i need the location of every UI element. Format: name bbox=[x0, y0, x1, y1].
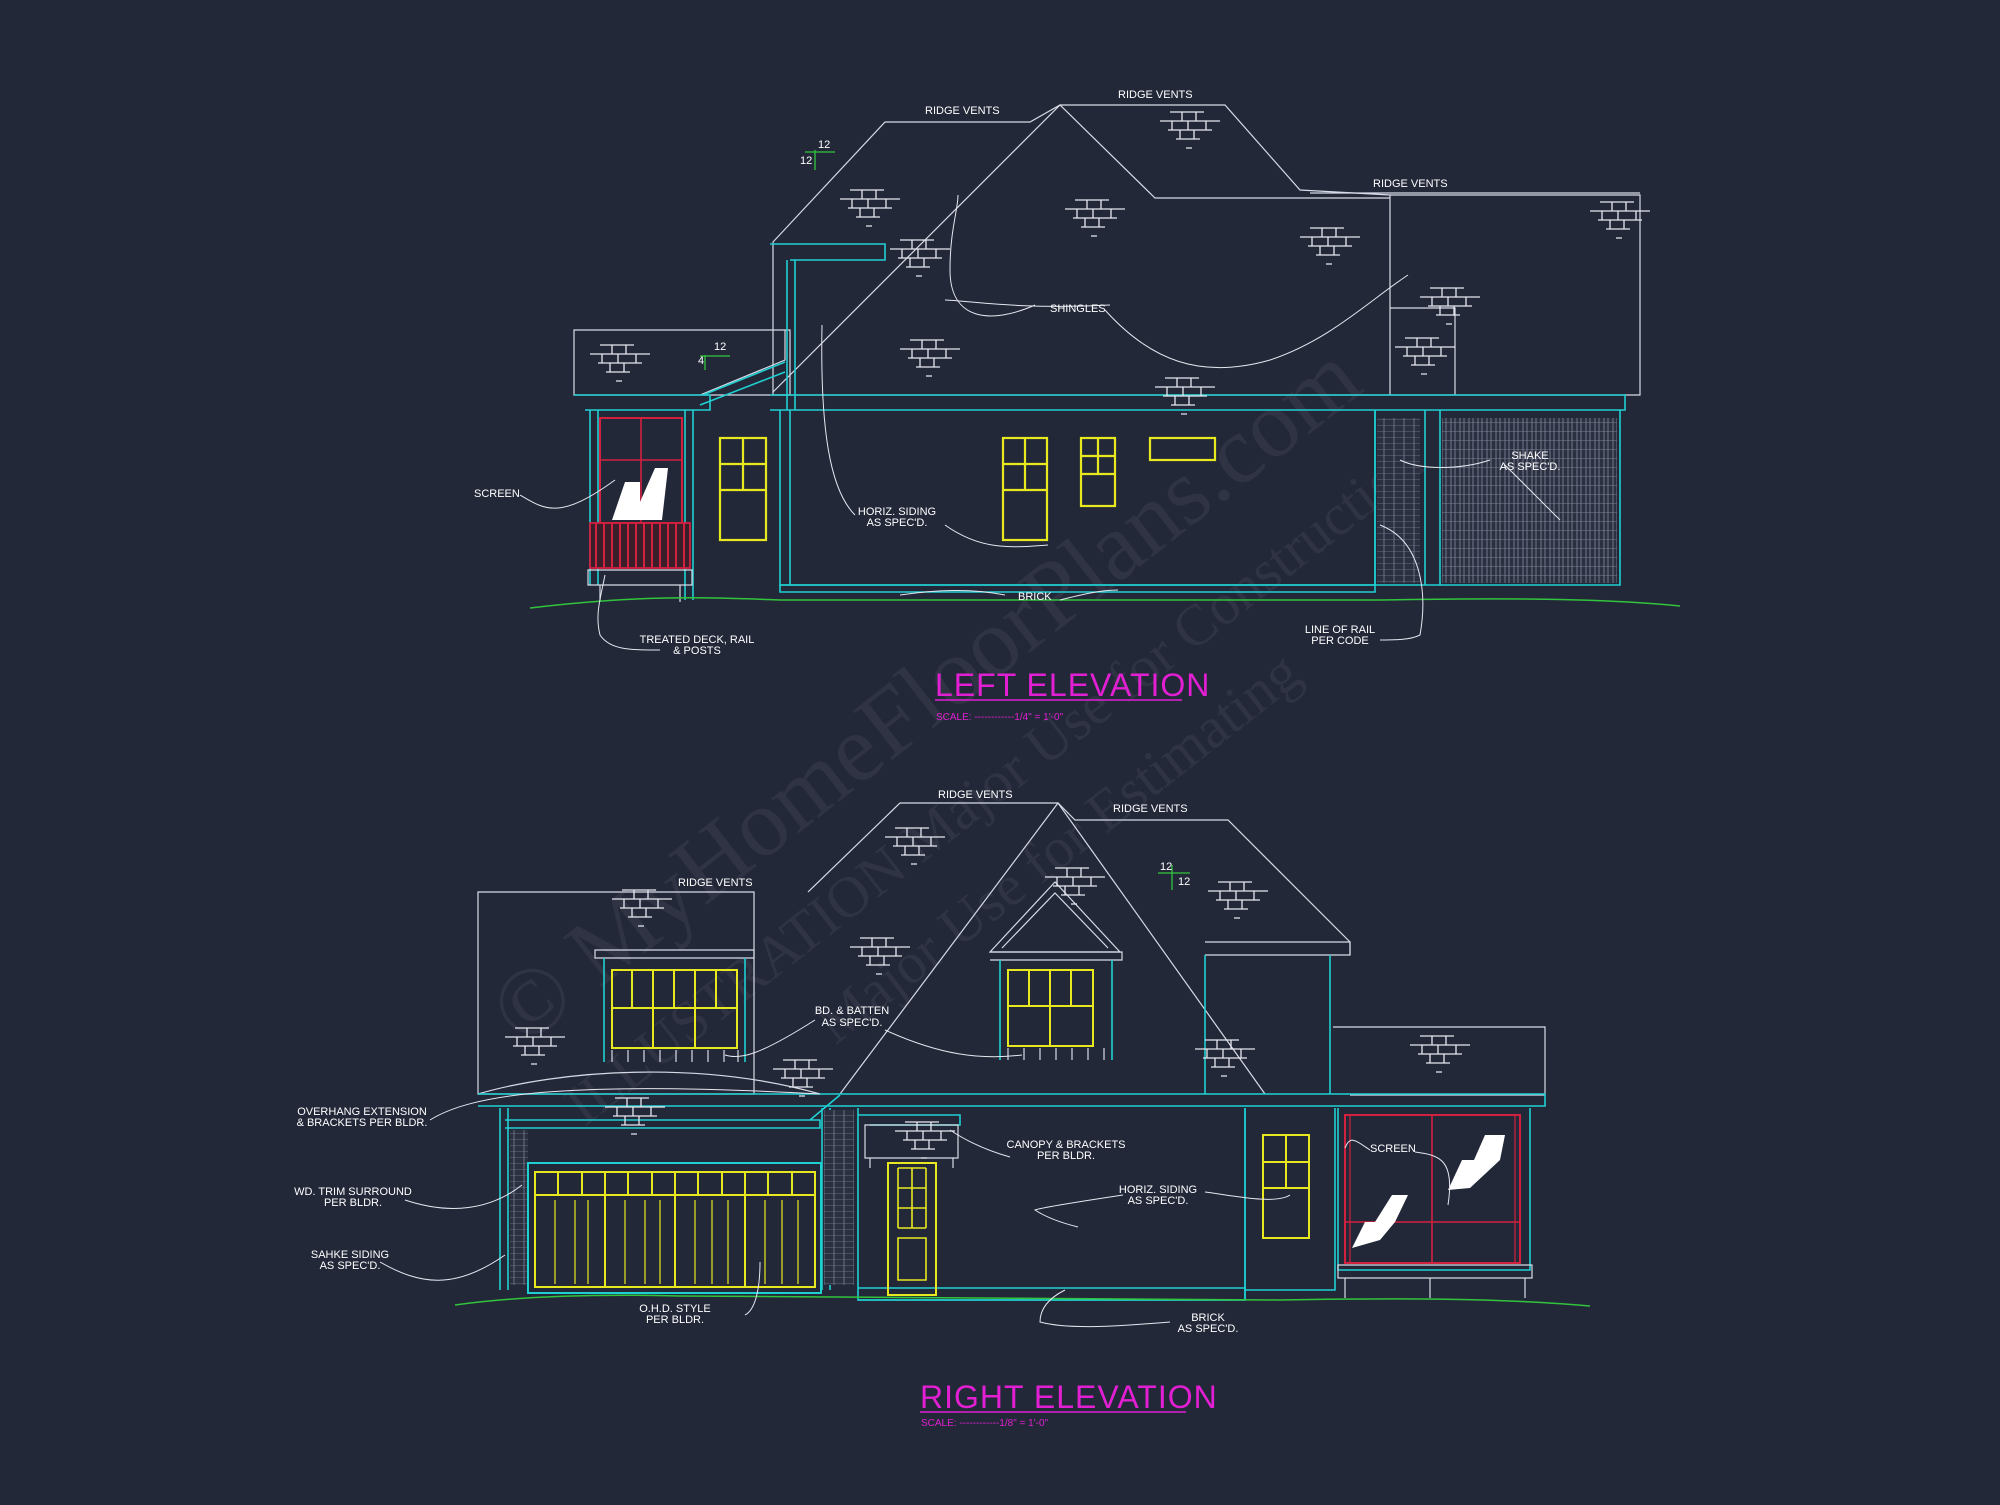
left-ridge-vents-3: RIDGE VENTS bbox=[1373, 178, 1448, 190]
left-window-3 bbox=[1079, 436, 1117, 508]
right-wd-trim-2: PER BLDR. bbox=[324, 1197, 382, 1209]
left-treated-deck-1: TREATED DECK, RAIL bbox=[640, 634, 755, 646]
left-elevation-title: LEFT ELEVATION bbox=[935, 667, 1210, 703]
right-ridge-vents-3: RIDGE VENTS bbox=[678, 877, 753, 889]
watermark: © MyHomeFloorPlans.com ILLUSTRATION Majo… bbox=[470, 322, 1436, 1138]
right-horiz-siding-1: HORIZ. SIDING bbox=[1119, 1184, 1197, 1196]
right-side-window bbox=[1262, 1134, 1310, 1239]
right-main-gable bbox=[839, 801, 1266, 1095]
right-pitch-run: 12 bbox=[1178, 876, 1190, 888]
left-horiz-siding-1: HORIZ. SIDING bbox=[858, 506, 936, 518]
left-screen-porch bbox=[587, 417, 693, 602]
left-shingle-marks bbox=[589, 111, 1651, 415]
right-entry bbox=[864, 1124, 959, 1296]
left-shingles-label: SHINGLES bbox=[1050, 303, 1106, 315]
left-brick-label: BRICK bbox=[1018, 591, 1052, 603]
right-screen-porch bbox=[1337, 1114, 1533, 1298]
left-porch-pitch-run: 12 bbox=[714, 341, 726, 353]
right-brick-2: AS SPEC'D. bbox=[1178, 1323, 1239, 1335]
right-overhang-2: & BRACKETS PER BLDR. bbox=[297, 1117, 428, 1129]
right-bd-batten-1: BD. & BATTEN bbox=[815, 1005, 889, 1017]
right-screen-label: SCREEN bbox=[1370, 1143, 1416, 1155]
left-screen-label: SCREEN bbox=[474, 488, 520, 500]
left-pitch-symbol bbox=[700, 150, 835, 370]
right-horiz-siding-2: AS SPEC'D. bbox=[1128, 1195, 1189, 1207]
right-leader-lines bbox=[379, 1019, 1451, 1328]
left-shake-2: AS SPEC'D. bbox=[1500, 461, 1561, 473]
left-ridge-vents-2: RIDGE VENTS bbox=[1118, 89, 1193, 101]
left-treated-deck-2: & POSTS bbox=[673, 645, 721, 657]
left-shake-1: SHAKE bbox=[1511, 450, 1548, 462]
right-brick-1: BRICK bbox=[1191, 1312, 1225, 1324]
left-window-1 bbox=[718, 436, 768, 542]
right-grade-line bbox=[454, 1294, 1591, 1307]
left-elevation-title-block: LEFT ELEVATION SCALE: ------------1/4" =… bbox=[935, 667, 1210, 723]
right-right-roof bbox=[1333, 1026, 1546, 1096]
right-ridge-vents-1: RIDGE VENTS bbox=[938, 789, 1013, 801]
right-shake-siding-1: SAHKE SIDING bbox=[311, 1249, 389, 1261]
left-shake-siding bbox=[1442, 418, 1617, 583]
right-stone-siding-left bbox=[510, 1130, 528, 1285]
left-annotations: RIDGE VENTS RIDGE VENTS RIDGE VENTS SHIN… bbox=[474, 89, 1560, 657]
left-line-of-rail-2: PER CODE bbox=[1311, 635, 1368, 647]
right-ohd-1: O.H.D. STYLE bbox=[639, 1303, 711, 1315]
right-ohd-2: PER BLDR. bbox=[646, 1314, 704, 1326]
right-stone-siding-right bbox=[824, 1110, 854, 1285]
right-canopy-2: PER BLDR. bbox=[1037, 1150, 1095, 1162]
right-elevation-title-block: RIGHT ELEVATION SCALE: ------------1/8" … bbox=[920, 1379, 1218, 1429]
left-stone-siding bbox=[1377, 418, 1420, 583]
right-wd-trim-1: WD. TRIM SURROUND bbox=[294, 1186, 412, 1198]
left-window-2 bbox=[1001, 436, 1049, 542]
left-pitch-run: 12 bbox=[800, 155, 812, 167]
right-shake-siding-2: AS SPEC'D. bbox=[320, 1260, 381, 1272]
left-porch-pitch-rise: 4 bbox=[698, 355, 704, 367]
right-pitch-rise: 12 bbox=[1160, 861, 1172, 873]
right-annotations: RIDGE VENTS RIDGE VENTS RIDGE VENTS BD. … bbox=[294, 789, 1416, 1335]
right-canopy-1: CANOPY & BRACKETS bbox=[1007, 1139, 1126, 1151]
right-elevation-scale: SCALE: ------------1/8" = 1'-0" bbox=[921, 1418, 1049, 1429]
right-overhang-1: OVERHANG EXTENSION bbox=[297, 1106, 427, 1118]
left-horiz-siding-2: AS SPEC'D. bbox=[867, 517, 928, 529]
left-transom-window bbox=[1148, 436, 1217, 462]
left-grade-line bbox=[529, 597, 1681, 609]
left-leader-lines bbox=[519, 194, 1561, 651]
left-elevation bbox=[529, 104, 1681, 609]
right-dormer-left bbox=[594, 949, 755, 959]
left-pitch-rise: 12 bbox=[818, 139, 830, 151]
right-dormer-window-right bbox=[1007, 969, 1094, 1047]
right-elevation bbox=[454, 801, 1591, 1307]
right-bd-batten-2: AS SPEC'D. bbox=[822, 1017, 883, 1029]
left-ridge-vents-1: RIDGE VENTS bbox=[925, 105, 1000, 117]
right-garage-door bbox=[527, 1162, 822, 1294]
right-dormer-window-left bbox=[611, 969, 738, 1049]
right-pitch-symbol bbox=[1158, 865, 1190, 890]
right-ridge-vents-2: RIDGE VENTS bbox=[1113, 803, 1188, 815]
left-elevation-scale: SCALE: ------------1/4" = 1'-0" bbox=[936, 712, 1064, 723]
left-line-of-rail-1: LINE OF RAIL bbox=[1305, 624, 1375, 636]
right-elevation-title: RIGHT ELEVATION bbox=[920, 1379, 1218, 1415]
